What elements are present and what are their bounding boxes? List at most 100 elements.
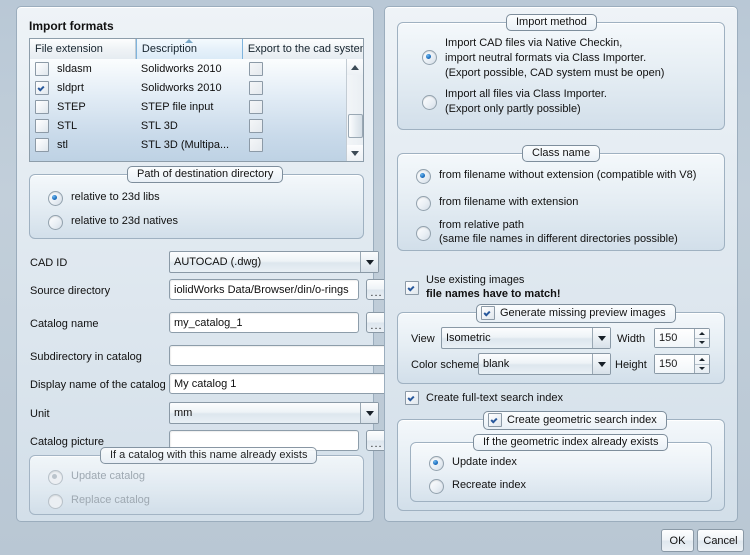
stepper-down-icon[interactable] <box>695 339 709 348</box>
cell-description: Solidworks 2010 <box>140 62 222 75</box>
scrollbar-thumb[interactable] <box>348 114 363 138</box>
export-checkbox[interactable] <box>248 137 263 152</box>
geometric-search-index-legend[interactable]: Create geometric search index <box>483 411 667 430</box>
radio-indicator[interactable] <box>48 494 63 509</box>
radio-update-catalog[interactable]: Update catalog <box>48 470 145 485</box>
chevron-down-icon[interactable] <box>360 403 378 423</box>
view-combo[interactable]: Isometric <box>441 327 611 349</box>
cell-export <box>242 99 363 114</box>
radio-import-native-checkin[interactable]: Import CAD files via Native Checkin, imp… <box>422 36 664 81</box>
radio-label: Recreate index <box>452 479 526 491</box>
path-destination-group: Path of destination directory relative t… <box>29 166 364 239</box>
radio-indicator[interactable] <box>429 479 444 494</box>
display-name-of-catalog-input[interactable]: My catalog 1 <box>169 373 387 394</box>
cell-file-extension: STL <box>30 118 136 133</box>
ok-button[interactable]: OK <box>661 529 694 552</box>
table-header-export[interactable]: Export to the cad system <box>242 39 363 59</box>
row-select-checkbox[interactable] <box>35 80 49 95</box>
radio-indicator[interactable] <box>48 191 63 206</box>
source-directory-input[interactable]: iolidWorks Data/Browser/din/o-rings <box>169 279 359 300</box>
row-select-checkbox[interactable] <box>35 118 49 133</box>
radio-filename-with-extension[interactable]: from filename with extension <box>416 193 578 211</box>
radio-indicator[interactable] <box>48 470 63 485</box>
radio-indicator[interactable] <box>429 456 444 471</box>
label-width: Width <box>617 333 646 345</box>
radio-indicator[interactable] <box>416 226 431 241</box>
label-subdirectory-in-catalog: Subdirectory in catalog <box>30 351 142 363</box>
radio-recreate-index[interactable]: Recreate index <box>429 479 526 494</box>
radio-label: relative to 23d natives <box>71 215 179 227</box>
catalog-name-input[interactable]: my_catalog_1 <box>169 312 359 333</box>
radio-indicator[interactable] <box>416 169 431 184</box>
cad-id-combo[interactable]: AUTOCAD (.dwg) <box>169 251 379 273</box>
scroll-down-button[interactable] <box>347 145 363 161</box>
label-height: Height <box>615 359 647 371</box>
stepper-down-icon[interactable] <box>695 365 709 374</box>
radio-indicator[interactable] <box>422 50 437 65</box>
height-spinner[interactable]: 150 <box>654 354 710 374</box>
radio-filename-without-extension[interactable]: from filename without extension (compati… <box>416 169 696 184</box>
scroll-up-button[interactable] <box>347 59 363 75</box>
radio-label-line-3: (Export possible, CAD system must be ope… <box>445 67 665 79</box>
checkbox-indicator[interactable] <box>405 281 419 295</box>
row-select-checkbox[interactable] <box>35 137 49 152</box>
radio-indicator[interactable] <box>422 95 437 110</box>
radio-relative-23d-libs[interactable]: relative to 23d libs <box>48 191 160 206</box>
color-scheme-combo[interactable]: blank <box>478 353 611 375</box>
checkbox-indicator[interactable] <box>481 306 495 320</box>
radio-import-all-class-importer[interactable]: Import all files via Class Importer. (Ex… <box>422 87 607 117</box>
export-checkbox[interactable] <box>248 118 263 133</box>
import-method-group: Import method Import CAD files via Nativ… <box>397 14 725 130</box>
width-spinner[interactable]: 150 <box>654 328 710 348</box>
checkbox-create-fulltext-index[interactable]: Create full-text search index <box>405 391 563 405</box>
cell-description: STL 3D (Multipa... <box>140 138 230 151</box>
subdirectory-in-catalog-input[interactable] <box>169 345 387 366</box>
export-checkbox[interactable] <box>248 61 263 76</box>
table-header-file-extension[interactable]: File extension <box>30 39 136 59</box>
path-destination-legend: Path of destination directory <box>127 166 284 183</box>
radio-indicator[interactable] <box>416 196 431 211</box>
radio-replace-catalog[interactable]: Replace catalog <box>48 494 150 509</box>
radio-indicator[interactable] <box>48 215 63 230</box>
chevron-down-icon[interactable] <box>592 328 610 348</box>
legend-label: Create geometric search index <box>507 414 657 426</box>
radio-label: Update catalog <box>71 470 145 482</box>
radio-label-line-2: import neutral formats via Class Importe… <box>445 52 647 64</box>
radio-relative-23d-natives[interactable]: relative to 23d natives <box>48 215 178 230</box>
stepper-up-icon[interactable] <box>695 355 709 365</box>
checkbox-indicator[interactable] <box>405 391 419 405</box>
radio-label-line-1: from relative path <box>439 219 524 231</box>
cell-export <box>242 137 363 152</box>
table-header-description[interactable]: Description <box>135 39 243 59</box>
radio-update-index[interactable]: Update index <box>429 456 517 471</box>
export-checkbox[interactable] <box>248 99 263 114</box>
catalog-exists-legend: If a catalog with this name already exis… <box>100 447 318 464</box>
width-stepper[interactable] <box>694 329 709 347</box>
label-unit: Unit <box>30 408 50 420</box>
radio-from-relative-path[interactable]: from relative path (same file names in d… <box>416 218 678 246</box>
view-value: Isometric <box>446 332 491 344</box>
import-formats-table[interactable]: File extension Description Export to the… <box>29 38 364 162</box>
width-value[interactable]: 150 <box>655 329 694 347</box>
row-select-checkbox[interactable] <box>35 61 49 76</box>
unit-combo[interactable]: mm <box>169 402 379 424</box>
table-scrollbar[interactable] <box>346 59 363 161</box>
row-select-checkbox[interactable] <box>35 99 49 114</box>
cancel-button[interactable]: Cancel <box>697 529 744 552</box>
geometric-index-exists-legend: If the geometric index already exists <box>473 434 669 451</box>
stepper-up-icon[interactable] <box>695 329 709 339</box>
checkbox-use-existing-images[interactable]: Use existing images file names have to m… <box>405 273 561 301</box>
generate-preview-images-legend[interactable]: Generate missing preview images <box>476 304 676 323</box>
chevron-down-icon[interactable] <box>360 252 378 272</box>
height-stepper[interactable] <box>694 355 709 373</box>
chevron-down-icon[interactable] <box>592 354 610 374</box>
height-value[interactable]: 150 <box>655 355 694 373</box>
cell-extension-label: STEP <box>57 100 86 113</box>
export-checkbox[interactable] <box>248 80 263 95</box>
checkbox-indicator[interactable] <box>488 413 502 427</box>
